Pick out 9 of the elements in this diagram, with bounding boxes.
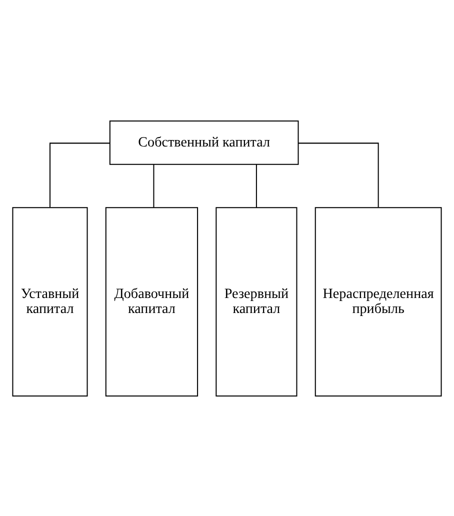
node-box: Собственный капитал bbox=[109, 120, 299, 164]
node-box: Резервный капитал bbox=[216, 206, 298, 396]
connector bbox=[256, 164, 257, 207]
connector bbox=[50, 142, 110, 207]
connector bbox=[153, 164, 154, 207]
node-box: Добавочный капитал bbox=[105, 206, 198, 396]
connector bbox=[298, 142, 379, 207]
node-box: Уставный капитал bbox=[12, 206, 88, 396]
node-box: Нераспределенная прибыль bbox=[314, 206, 442, 396]
